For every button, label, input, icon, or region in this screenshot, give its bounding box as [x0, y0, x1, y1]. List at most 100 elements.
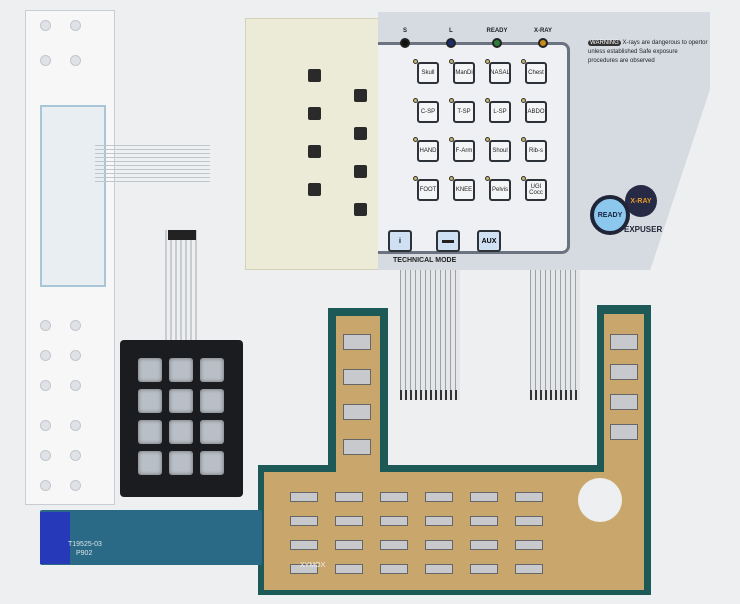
info-key[interactable]: i — [388, 230, 412, 252]
key-knee[interactable]: KNEE — [453, 179, 475, 201]
membrane-dome — [70, 380, 81, 391]
key-l-sp[interactable]: L-SP — [489, 101, 511, 123]
keypad-key[interactable] — [138, 358, 162, 382]
pcb-pad — [610, 424, 638, 440]
black-keypad — [120, 340, 243, 497]
membrane-dome — [40, 320, 51, 331]
key-led — [449, 137, 454, 142]
pcb-pad — [335, 564, 363, 574]
indicator-label: L — [449, 28, 453, 34]
keypad-ribbon — [165, 230, 199, 342]
key-hand[interactable]: HAND — [417, 140, 439, 162]
info-icon: i — [399, 237, 401, 245]
indicator-label: X-RAY — [533, 28, 553, 34]
pcb-hole — [578, 478, 622, 522]
warning-badge: WARNING — [588, 40, 621, 46]
key-chest[interactable]: Chest — [525, 62, 547, 84]
membrane-dome — [40, 350, 51, 361]
pcb-pad — [343, 369, 371, 385]
flex-label: T19525-03 P902 — [68, 540, 102, 558]
key-c-sp[interactable]: C-SP — [417, 101, 439, 123]
part-number: T19525-03 — [68, 541, 102, 548]
key-led — [521, 59, 526, 64]
key-led — [521, 176, 526, 181]
keypad-key[interactable] — [200, 451, 224, 475]
keypad-key[interactable] — [169, 358, 193, 382]
membrane-dome — [70, 420, 81, 431]
keypad-key[interactable] — [169, 420, 193, 444]
tactile-switch — [354, 165, 367, 178]
circuit-layer — [245, 18, 385, 270]
key-foot[interactable]: FOOT — [417, 179, 439, 201]
aux-key[interactable]: AUX — [477, 230, 501, 252]
pcb-pad — [290, 564, 318, 574]
pcb-pad — [380, 540, 408, 550]
key-pelvis[interactable]: Pelvis — [489, 179, 511, 201]
membrane-dome — [70, 450, 81, 461]
tactile-switch — [308, 145, 321, 158]
key-abdo[interactable]: ABDO — [525, 101, 547, 123]
expuser-label: EXPUSER — [624, 225, 663, 234]
xray-button[interactable]: X-RAY — [625, 185, 657, 217]
key-led — [521, 137, 526, 142]
keypad-key[interactable] — [200, 358, 224, 382]
pcb-pad — [515, 540, 543, 550]
keypad-key[interactable] — [200, 420, 224, 444]
table-key[interactable] — [436, 230, 460, 252]
key-led — [485, 59, 490, 64]
keypad-key[interactable] — [138, 420, 162, 444]
pcb-pad — [470, 492, 498, 502]
keypad-key[interactable] — [200, 389, 224, 413]
ribbon-tail-right — [530, 270, 580, 400]
key-led — [413, 176, 418, 181]
key-led — [449, 176, 454, 181]
display-window — [40, 105, 106, 287]
key-mandi[interactable]: ManDi — [453, 62, 475, 84]
key-led — [449, 98, 454, 103]
tactile-switch — [308, 107, 321, 120]
membrane-dome — [70, 20, 81, 31]
key-rib-s[interactable]: Rib-s — [525, 140, 547, 162]
key-led — [449, 59, 454, 64]
pcb-pad — [470, 564, 498, 574]
pcb-pad — [380, 492, 408, 502]
pcb-pad — [425, 492, 453, 502]
key-skull[interactable]: Skull — [417, 62, 439, 84]
pcb-pad — [380, 564, 408, 574]
ribbon-tail-left — [400, 270, 460, 400]
flex-connector — [40, 512, 70, 564]
pcb-pad — [343, 334, 371, 350]
keypad-key[interactable] — [138, 389, 162, 413]
key-nasal[interactable]: NASAL — [489, 62, 511, 84]
key-led — [485, 98, 490, 103]
tactile-switch — [308, 69, 321, 82]
clear-ribbon-tail — [95, 145, 210, 185]
warning-text: X-rays are dangerous to opertor unless e… — [588, 40, 708, 64]
key-t-sp[interactable]: T-SP — [453, 101, 475, 123]
pcb-pad — [425, 540, 453, 550]
pcb-pad — [380, 516, 408, 526]
pcb-pad — [335, 540, 363, 550]
membrane-dome — [40, 480, 51, 491]
key-led — [521, 98, 526, 103]
ready-button[interactable]: READY — [590, 195, 630, 235]
key-led — [413, 98, 418, 103]
keypad-key[interactable] — [138, 451, 162, 475]
pcb-pad — [515, 564, 543, 574]
membrane-dome — [40, 20, 51, 31]
membrane-dome — [70, 480, 81, 491]
key-shoul[interactable]: Shoul — [489, 140, 511, 162]
pcb-pad — [515, 516, 543, 526]
pcb-pad — [470, 516, 498, 526]
keypad-key[interactable] — [169, 389, 193, 413]
keypad-connector — [168, 230, 196, 240]
pcb-pad — [335, 492, 363, 502]
keypad-key[interactable] — [169, 451, 193, 475]
key-ugi-cocc[interactable]: UGI Cocc — [525, 179, 547, 201]
membrane-dome — [40, 450, 51, 461]
indicator-led — [446, 38, 456, 48]
pcb-pad — [425, 564, 453, 574]
membrane-dome — [40, 420, 51, 431]
key-f-arm[interactable]: F-Arm — [453, 140, 475, 162]
key-led — [485, 176, 490, 181]
